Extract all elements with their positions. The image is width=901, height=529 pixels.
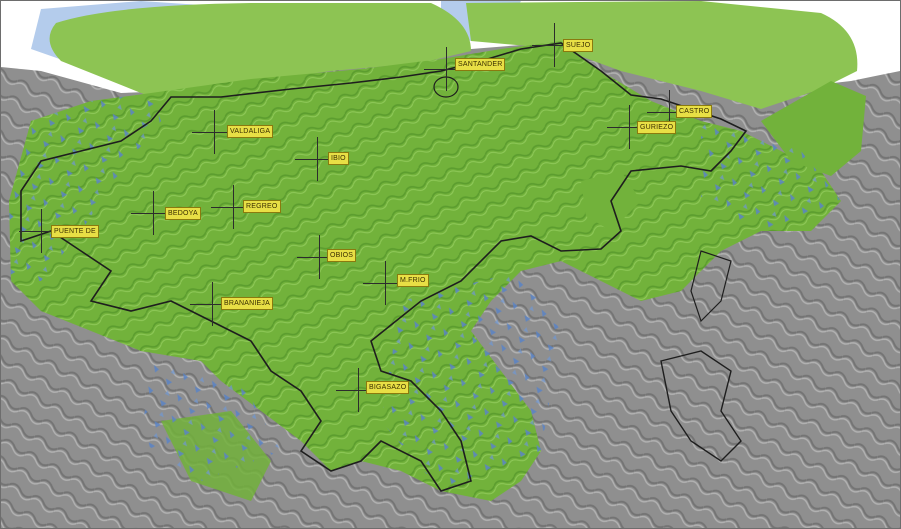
sea-coverage-east (466, 1, 858, 109)
site-marker-santander (424, 47, 468, 91)
district-border (690, 250, 732, 323)
site-marker-valdaliga (192, 110, 236, 154)
site-marker-regreo (211, 185, 255, 229)
site-label-bedoya[interactable]: BEDOYA (165, 207, 201, 220)
site-marker-bedoya (131, 191, 175, 235)
region-border (20, 42, 748, 492)
weak-signal-southwest (141, 361, 281, 481)
site-label-suejo[interactable]: SUEJO (563, 39, 594, 52)
site-label-ibio[interactable]: IBIO (328, 152, 349, 165)
site-label-santander[interactable]: SANTANDER (455, 58, 506, 71)
site-marker-castro (647, 90, 691, 134)
site-label-regreo[interactable]: REGREO (243, 200, 281, 213)
site-marker-puente (19, 209, 63, 253)
site-label-puente[interactable]: PUENTE DE (51, 225, 99, 238)
site-marker-mfrio (363, 261, 407, 305)
site-marker-guriezo (607, 105, 651, 149)
site-label-mfrio[interactable]: M.FRIO (397, 274, 429, 287)
enclave-border (660, 350, 742, 462)
site-label-brananieja[interactable]: BRANANIEJA (221, 297, 273, 310)
weak-signal-east (701, 121, 841, 231)
site-label-bigasazo[interactable]: BIGASAZO (366, 381, 410, 394)
weak-signal-south (381, 271, 561, 491)
sea-coverage-west (49, 3, 472, 97)
site-marker-brananieja (190, 282, 234, 326)
site-marker-suejo (532, 23, 576, 67)
site-label-obios[interactable]: OBIOS (327, 249, 357, 262)
site-marker-obios (297, 235, 341, 279)
site-label-valdaliga[interactable]: VALDALIGA (227, 125, 274, 138)
site-marker-bigasazo (336, 368, 380, 412)
site-label-guriezo[interactable]: GURIEZO (637, 121, 677, 134)
site-marker-ibio (295, 137, 339, 181)
land-coverage-relief (9, 41, 841, 501)
site-label-castro[interactable]: CASTRO (676, 105, 713, 118)
